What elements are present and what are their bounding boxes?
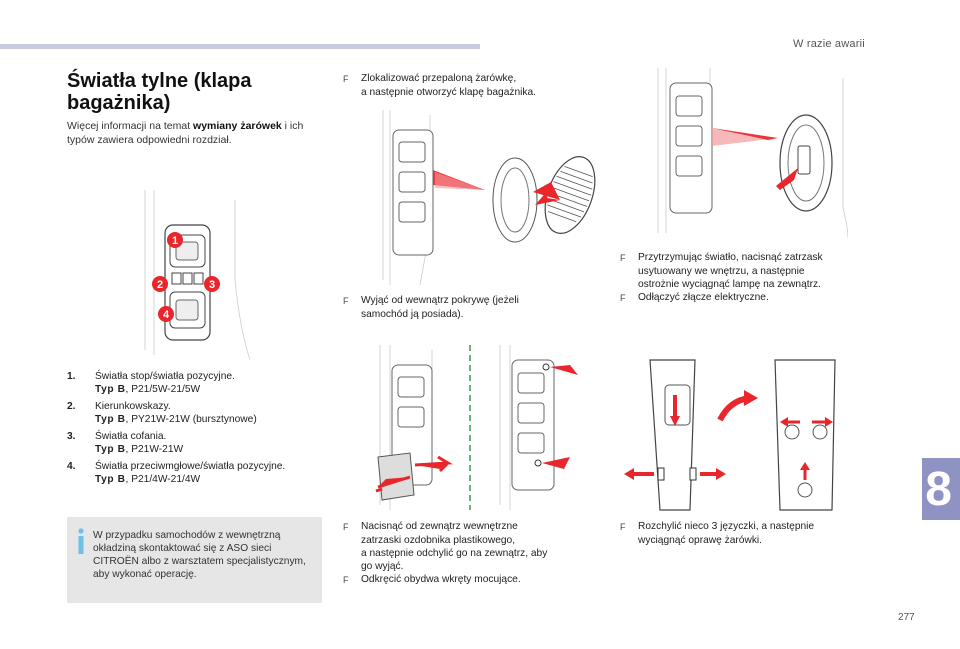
- arrow-icon: [624, 468, 634, 480]
- arrow-icon: [776, 168, 798, 190]
- legend-item: 3.Światła cofania.Typ B, P21W-21W: [67, 431, 184, 455]
- arrow-icon: [716, 468, 726, 480]
- callout-4-icon: 4: [158, 306, 174, 322]
- arrow-icon: [800, 462, 810, 470]
- callout-3-icon: 3: [204, 276, 220, 292]
- trim-removal-diagram: [375, 345, 578, 510]
- chapter-tab: [922, 458, 960, 520]
- svg-text:4: 4: [163, 309, 170, 321]
- intro-bold: wymiany żarówek: [193, 120, 282, 132]
- legend-item: 4.Światła przeciwmgłowe/światła pozycyjn…: [67, 461, 286, 485]
- svg-text:3: 3: [209, 279, 215, 291]
- legend-item: 2.Kierunkowskazy.Typ B, PY21W-21W (bursz…: [67, 401, 257, 425]
- page-number: 277: [898, 612, 915, 623]
- svg-text:2: 2: [157, 279, 163, 291]
- chapter-number: 8: [925, 463, 952, 516]
- header-bar: [0, 44, 480, 49]
- arrow-icon: [825, 417, 833, 427]
- svg-text:1: 1: [172, 235, 178, 247]
- tailgate-open-diagram: [382, 110, 596, 285]
- bulb-holder-diagram: [624, 359, 836, 511]
- screw-icon: [534, 459, 542, 467]
- arrow-icon: [780, 417, 788, 427]
- arrow-icon: [542, 457, 570, 469]
- callout-2-icon: 2: [152, 276, 168, 292]
- arrow-icon: [533, 182, 560, 200]
- arrow-icon: [415, 463, 448, 469]
- intro-text: Więcej informacji na temat wymiany żarów…: [67, 120, 304, 146]
- tail-lamp-diagram: 1 2 3 4: [144, 190, 250, 360]
- arrow-icon: [670, 416, 680, 426]
- bulb-legend: 1.Światła stop/światła pozycyjne.Typ B, …: [67, 370, 322, 490]
- arrow-icon: [744, 390, 758, 406]
- legend-item: 1.Światła stop/światła pozycyjne.Typ B, …: [67, 371, 235, 395]
- callout-1-icon: 1: [167, 232, 183, 248]
- section-label: W razie awarii: [793, 38, 865, 50]
- arrow-icon: [550, 365, 578, 375]
- page-title: Światła tylne (klapa bagażnika): [67, 70, 252, 114]
- arrow-icon: [535, 188, 560, 205]
- screw-icon: [542, 363, 550, 371]
- info-icon: [78, 528, 84, 554]
- note-text: W przypadku samochodów z wewnętrzną okła…: [93, 530, 306, 580]
- info-note: W przypadku samochodów z wewnętrzną okła…: [67, 517, 322, 603]
- lamp-release-diagram: [657, 68, 848, 238]
